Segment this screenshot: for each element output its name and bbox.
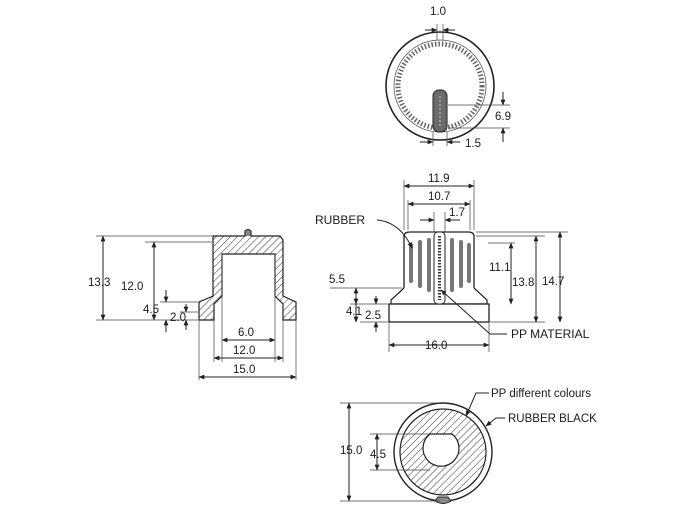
- skirt-a-dim: 4.1: [346, 306, 362, 318]
- bore-dim: 6.0: [238, 327, 254, 339]
- bottom-outer-dim: 15.0: [340, 445, 362, 457]
- inner-height-dim: 12.0: [121, 281, 143, 293]
- rubber-grip-ribs: [409, 238, 471, 292]
- rubber-label: RUBBER: [315, 213, 365, 227]
- base-dim: 2.0: [170, 312, 186, 324]
- top-slot-dim: 1.5: [465, 138, 481, 150]
- rubber-black-label: RUBBER BLACK: [508, 413, 597, 425]
- top-knurl-ring: [395, 41, 485, 131]
- side-height-2-dim: 13.8: [512, 277, 534, 289]
- skirt-dim: 4.5: [143, 304, 159, 316]
- side-top-width-dim: 11.9: [428, 173, 450, 185]
- top-outer-ring: [385, 31, 495, 141]
- side-mid-width-dim: 10.7: [428, 191, 450, 203]
- total-height-dim: 13.3: [88, 277, 110, 289]
- skirt-b-dim: 2.5: [365, 310, 381, 322]
- top-height-dim: 6.9: [495, 111, 511, 123]
- skirt-top-dim: 5.5: [329, 274, 345, 286]
- top-view: 1.0 6.9 1.5: [385, 6, 511, 150]
- side-base-dim: 16.0: [425, 340, 447, 352]
- pp-material-label: PP MATERIAL: [511, 327, 590, 341]
- outer-width-dim: 15.0: [233, 364, 255, 376]
- bottom-inner-dim: 4.5: [370, 449, 386, 461]
- side-view: 11.9 10.7 1.7 RUBBER PP MATERIAL 11.1 13…: [315, 173, 590, 352]
- side-height-3-dim: 14.7: [542, 276, 564, 288]
- top-indicator-slot: [432, 89, 448, 133]
- bottom-view: 15.0 4.5 PP different colours RUBBER BLA…: [340, 388, 597, 504]
- top-width-dim: 1.0: [430, 6, 446, 18]
- bottom-d-bore: [422, 433, 460, 467]
- mid-width-dim: 12.0: [233, 345, 255, 357]
- pp-colours-label: PP different colours: [491, 388, 591, 400]
- side-height-1-dim: 11.1: [489, 262, 511, 274]
- side-slot-dim: 1.7: [449, 207, 465, 219]
- section-body: [198, 231, 297, 321]
- left-section: 6.0 12.0 15.0 13.3 12.0 4.5 2.0: [88, 229, 297, 380]
